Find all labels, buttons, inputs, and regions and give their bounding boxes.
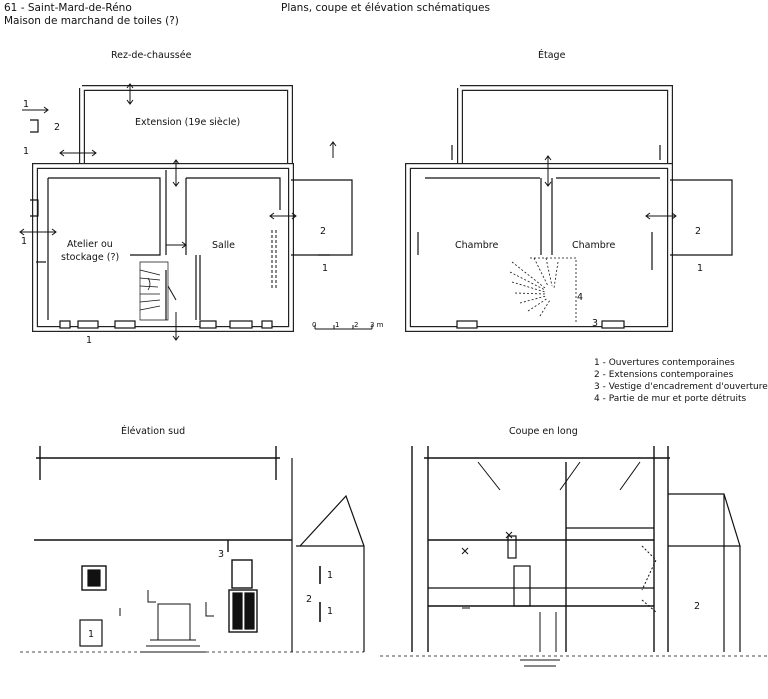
room-label-atelier-1: Atelier ou xyxy=(67,239,113,250)
marker-elevation-1b: 1 xyxy=(327,606,334,617)
marker-ground-2-right: 2 xyxy=(320,226,327,237)
marker-ground-1-bottom: 1 xyxy=(86,335,93,346)
room-label-extension: Extension (19e siècle) xyxy=(135,117,241,128)
marker-ground-2-left: 2 xyxy=(54,122,61,133)
building-subtitle: Maison de marchand de toiles (?) xyxy=(4,15,179,27)
ground-floor-heading: Rez-de-chaussée xyxy=(111,50,192,61)
section-heading: Coupe en long xyxy=(509,426,578,437)
legend-item: 1 - Ouvertures contemporaines xyxy=(594,358,735,368)
ground-floor-arrows xyxy=(19,83,337,341)
marker-upper-1: 1 xyxy=(697,263,704,274)
scale-tick-1: 1 xyxy=(335,321,340,329)
upper-floor-arrows xyxy=(544,155,677,220)
room-label-atelier-2: stockage (?) xyxy=(61,252,120,263)
marker-upper-4: 4 xyxy=(577,292,584,303)
marker-ground-1-right: 1 xyxy=(322,263,329,274)
south-elevation xyxy=(20,446,365,653)
marker-elevation-2: 2 xyxy=(306,594,313,605)
room-label-chambre-right: Chambre xyxy=(572,240,616,251)
long-section xyxy=(380,446,768,667)
scale-tick-3: 3 m xyxy=(370,321,384,329)
page-title: Plans, coupe et élévation schématiques xyxy=(281,2,490,14)
marker-ground-1-left: 1 xyxy=(21,236,28,247)
marker-elevation-3: 3 xyxy=(218,549,225,560)
marker-ground-1-mid: 1 xyxy=(23,146,30,157)
location-label: 61 - Saint-Mard-de-Réno xyxy=(4,2,132,14)
legend-item: 2 - Extensions contemporaines xyxy=(594,370,734,380)
marker-elevation-1-door: 1 xyxy=(88,629,95,640)
legend-item: 3 - Vestige d'encadrement d'ouverture xyxy=(594,382,768,392)
scale-tick-0: 0 xyxy=(312,321,317,329)
marker-ground-1-top: 1 xyxy=(23,99,30,110)
legend: 1 - Ouvertures contemporaines 2 - Extens… xyxy=(594,357,768,405)
marker-elevation-1a: 1 xyxy=(327,570,334,581)
legend-item: 4 - Partie de mur et porte détruits xyxy=(594,394,747,404)
room-label-chambre-left: Chambre xyxy=(455,240,499,251)
upper-floor-heading: Étage xyxy=(538,50,566,61)
elevation-heading: Élévation sud xyxy=(121,426,186,437)
marker-upper-3: 3 xyxy=(592,318,599,329)
marker-section-2: 2 xyxy=(694,601,701,612)
upper-floor-plan xyxy=(405,85,733,332)
marker-upper-2: 2 xyxy=(695,226,702,237)
room-label-salle: Salle xyxy=(212,240,235,251)
scale-bar xyxy=(314,325,373,330)
scale-tick-2: 2 xyxy=(354,321,359,329)
